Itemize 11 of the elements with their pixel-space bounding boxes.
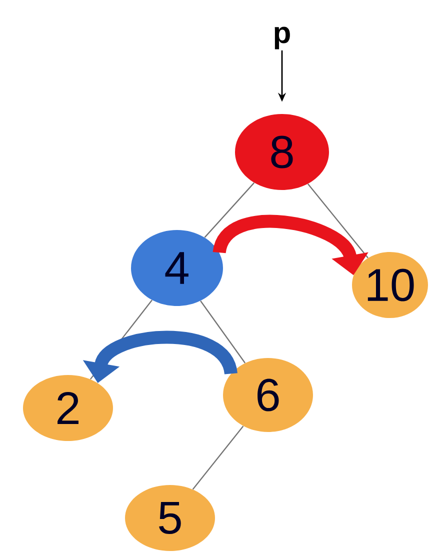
tree-node: 2 [23,375,113,441]
tree-node: 5 [125,485,215,551]
tree-node: 4 [131,230,223,306]
tree-node: 6 [223,358,313,432]
tree-edge [192,426,244,490]
tree-node: 10 [352,252,428,318]
tree-edge [204,182,255,238]
tree-node: 8 [235,114,329,190]
tree-edge [307,184,368,258]
tree-edge [200,300,246,364]
pointer-label: p [274,26,290,50]
